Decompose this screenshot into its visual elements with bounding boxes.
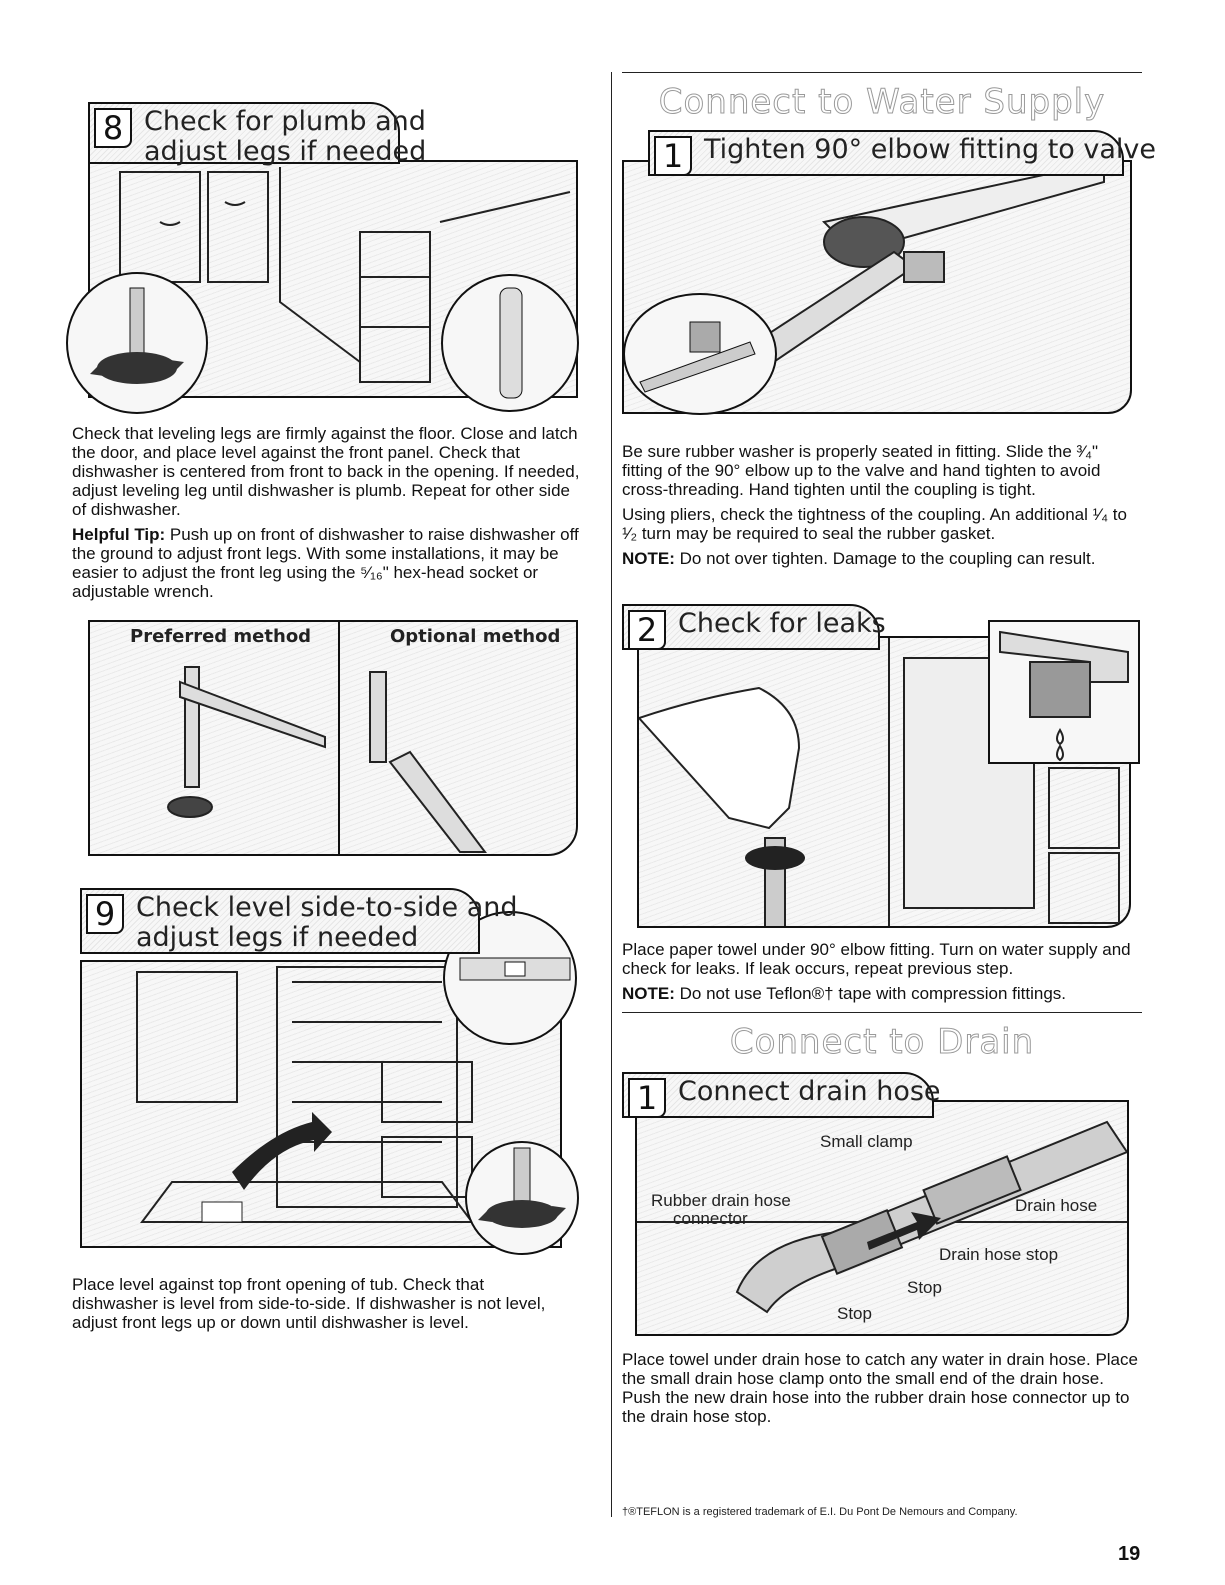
door-latch-magnifier-icon (441, 274, 579, 412)
water-step1-title: Tighten 90° elbow fitting to valve (704, 134, 1156, 165)
step8-title: Check for plumb and adjust legs if neede… (144, 106, 427, 167)
water-step1-text: Be sure rubber washer is properly seated… (622, 442, 1142, 574)
callout-small-clamp: Small clamp (820, 1132, 913, 1151)
step9-text: Place level against top front opening of… (72, 1275, 572, 1338)
drain-step1-title: Connect drain hose (678, 1076, 941, 1107)
drain-step1-illustration: Small clamp Rubber drain hose connector … (635, 1100, 1129, 1336)
callout-stop-right: Stop (907, 1278, 942, 1297)
step9-body: Place level against top front opening of… (72, 1275, 546, 1332)
drain-step1-number: 1 (628, 1078, 666, 1118)
step8-number: 8 (94, 108, 132, 148)
drain-step1-header: 1 Connect drain hose (622, 1072, 941, 1118)
step8-text: Check that leveling legs are firmly agai… (72, 424, 587, 607)
water-step2-title: Check for leaks (678, 608, 886, 639)
water-section-title: Connect to Water Supply (658, 82, 1106, 123)
leg-adjust-magnifier-icon (465, 1141, 579, 1255)
step9-header: 9 Check level side-to-side and adjust le… (80, 888, 518, 954)
water-step2-header: 2 Check for leaks (622, 604, 886, 650)
water-step2-text: Place paper towel under 90° elbow fittin… (622, 940, 1142, 1009)
water-step1-p2: Using pliers, check the tightness of the… (622, 505, 1127, 543)
column-divider (611, 72, 612, 1517)
pliers-magnifier-icon (623, 293, 777, 415)
page-number: 19 (1118, 1543, 1141, 1565)
optional-method-label: Optional method (390, 626, 561, 647)
water-step1-p1: Be sure rubber washer is properly seated… (622, 442, 1101, 499)
callout-rubber-connector: Rubber drain hose connector (651, 1191, 791, 1228)
teflon-footnote: †®TEFLON is a registered trademark of E.… (622, 1506, 1018, 1518)
preferred-method-label: Preferred method (130, 626, 312, 647)
water-step2-note: NOTE: Do not use Teflon®† tape with comp… (622, 984, 1067, 1003)
step8-tip: Helpful Tip: Push up on front of dishwas… (72, 525, 579, 601)
section-rule-water (622, 72, 1142, 73)
leg-magnifier-icon (66, 272, 208, 414)
leak-detail-inset (988, 620, 1140, 764)
callout-stop-bottom: Stop (837, 1304, 872, 1323)
water-step2-p1: Place paper towel under 90° elbow fittin… (622, 940, 1131, 978)
water-step2-number: 2 (628, 610, 666, 650)
step8-header: 8 Check for plumb and adjust legs if nee… (88, 102, 426, 167)
callout-drain-hose-stop: Drain hose stop (939, 1245, 1059, 1264)
water-step1-header: 1 Tighten 90° elbow fitting to valve (648, 130, 1156, 176)
water-step1-number: 1 (654, 136, 692, 176)
methods-illustration: Preferred method Optional method (88, 620, 578, 856)
water-step1-note: NOTE: Do not over tighten. Damage to the… (622, 549, 1096, 568)
section-rule-drain (622, 1012, 1142, 1013)
step9-title: Check level side-to-side and adjust legs… (136, 892, 518, 953)
callout-drain-hose: Drain hose (1015, 1196, 1098, 1215)
drain-step1-text: Place towel under drain hose to catch an… (622, 1350, 1142, 1432)
step9-number: 9 (86, 894, 124, 934)
step8-body: Check that leveling legs are firmly agai… (72, 424, 580, 519)
drain-step1-body: Place towel under drain hose to catch an… (622, 1350, 1138, 1426)
drain-section-title: Connect to Drain (729, 1022, 1035, 1063)
